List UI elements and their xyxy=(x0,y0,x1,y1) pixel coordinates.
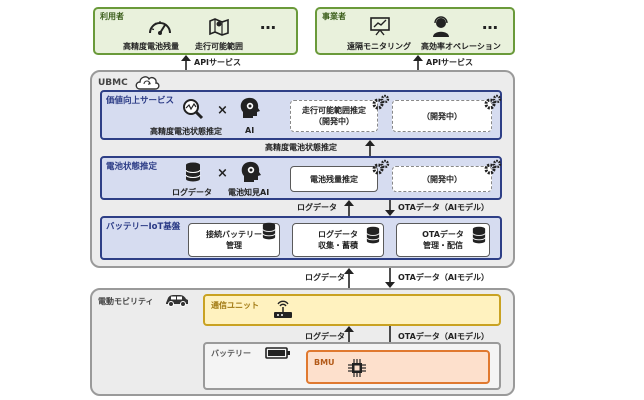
arrow-down-3 xyxy=(384,268,396,288)
gears-icon xyxy=(372,159,390,177)
gauge-icon xyxy=(148,17,172,35)
chip-icon xyxy=(348,359,366,377)
in-development-box-2: （開発中） xyxy=(392,166,492,192)
range-estimation-box: 走行可能範囲推定 （開発中） xyxy=(290,100,378,132)
more-dots: … xyxy=(260,14,276,33)
users-item-range: 走行可能範囲 xyxy=(195,42,243,51)
in-development-text-2: （開発中） xyxy=(422,174,462,184)
value-service-ai-label: AI xyxy=(245,126,255,135)
between1-label: 高精度電池状態推定 xyxy=(265,143,337,152)
iot-panel: バッテリーIoT基盤 接続バッテリー 管理 ログデータ 収集・蓄積 OTAデータ… xyxy=(100,216,502,260)
database-icon xyxy=(472,226,486,244)
comm-unit-box: 通信ユニット xyxy=(203,294,501,326)
ota-delivery-text: OTAデータ 管理・配信 xyxy=(422,230,464,250)
battery-state-panel: 電池状態推定 × ログデータ 電池知見AI 電池残量推定 （開発中） xyxy=(100,156,502,200)
database-icon xyxy=(366,226,380,244)
value-service-title: 価値向上サービス xyxy=(106,96,175,106)
mobility-log-label: ログデータ xyxy=(305,332,345,341)
gears-icon xyxy=(484,159,502,177)
gears-icon xyxy=(484,94,502,112)
mid-left-label: ログデータ xyxy=(305,273,345,282)
battery-remaining-text: 電池残量推定 xyxy=(310,174,358,184)
times-sign: × xyxy=(217,103,228,118)
in-development-text-1: （開発中） xyxy=(422,111,462,121)
connected-battery-text: 接続バッテリー 管理 xyxy=(206,230,262,250)
arrow-up-2 xyxy=(343,200,355,216)
iot-title: バッテリーIoT基盤 xyxy=(106,222,181,232)
mid-right-label: OTAデータ（AIモデル） xyxy=(398,273,489,282)
operator-headset-icon xyxy=(431,15,451,37)
battery-title: バッテリー xyxy=(211,349,251,358)
gears-icon xyxy=(372,94,390,112)
battery-icon xyxy=(265,346,291,360)
comm-unit-title: 通信ユニット xyxy=(211,301,259,310)
users-title: 利用者 xyxy=(100,12,124,21)
arrow-up-1 xyxy=(364,140,376,156)
ubmc-title: UBMC xyxy=(98,78,128,88)
users-item-battery: 高精度電池残量 xyxy=(123,42,179,51)
times-sign: × xyxy=(217,166,228,181)
presentation-icon xyxy=(369,16,391,36)
between2-right-label: OTAデータ（AIモデル） xyxy=(398,203,489,212)
operators-panel: 事業者 … 遠隔モニタリング 高効率オペレーション xyxy=(315,7,515,55)
battery-state-log-label: ログデータ xyxy=(172,188,212,197)
battery-remaining-box: 電池残量推定 xyxy=(290,166,378,192)
value-service-left-label: 高精度電池状態推定 xyxy=(150,127,222,136)
bmu-box: BMU xyxy=(306,350,490,384)
operators-item-operation: 高効率オペレーション xyxy=(421,42,501,51)
router-icon xyxy=(273,298,293,320)
arrow-down-2 xyxy=(384,200,396,216)
more-dots: … xyxy=(482,14,498,33)
log-collection-text: ログデータ 収集・蓄積 xyxy=(318,230,358,250)
database-icon xyxy=(262,222,276,240)
magnifier-icon xyxy=(182,98,204,120)
battery-state-title: 電池状態推定 xyxy=(106,162,158,172)
mobility-title: 電動モビリティ xyxy=(98,297,154,306)
range-estimation-text: 走行可能範囲推定 （開発中） xyxy=(302,106,366,126)
arrow-up-3 xyxy=(343,268,355,288)
ai-head-icon xyxy=(239,96,261,120)
between2-left-label: ログデータ xyxy=(297,203,337,212)
bmu-title: BMU xyxy=(314,358,335,367)
in-development-box-1: （開発中） xyxy=(392,100,492,132)
car-icon xyxy=(164,292,190,308)
map-icon xyxy=(208,16,230,36)
operators-item-monitoring: 遠隔モニタリング xyxy=(347,42,411,51)
operators-title: 事業者 xyxy=(322,12,346,21)
api-label-left: APIサービス xyxy=(194,58,242,67)
api-label-right: APIサービス xyxy=(426,58,474,67)
battery-state-ai-label: 電池知見AI xyxy=(228,188,270,197)
database-icon xyxy=(185,162,201,182)
users-panel: 利用者 … 高精度電池残量 走行可能範囲 xyxy=(93,7,298,55)
value-service-panel: 価値向上サービス × 高精度電池状態推定 AI 走行可能範囲推定 （開発中） （… xyxy=(100,90,502,140)
mobility-ota-label: OTAデータ（AIモデル） xyxy=(398,332,489,341)
cloud-icon xyxy=(134,73,160,91)
ai-head-icon xyxy=(240,160,262,184)
